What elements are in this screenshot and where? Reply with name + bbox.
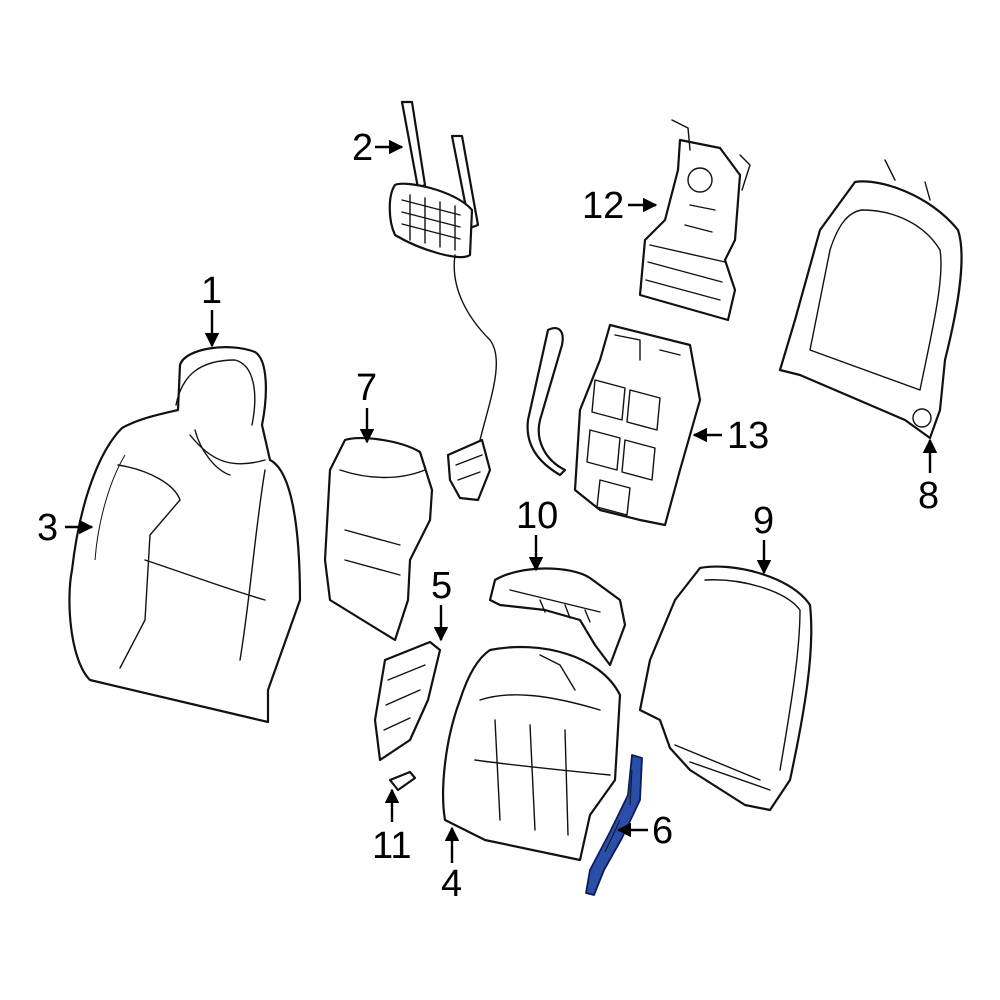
callout-12: 12 <box>582 185 624 227</box>
callout-10: 10 <box>516 495 558 537</box>
callout-5: 5 <box>431 565 452 607</box>
lumbar-frame-part <box>526 323 702 527</box>
callout-7: 7 <box>356 367 377 409</box>
callout-8: 8 <box>918 475 939 517</box>
callout-4: 4 <box>441 863 462 905</box>
callout-labels: 1 2 3 4 5 6 7 8 9 10 11 12 13 <box>37 127 939 905</box>
lumbar-module-part <box>388 100 497 502</box>
clip-part <box>388 770 417 792</box>
seatback-cover-part <box>68 346 302 724</box>
cushion-frame-part <box>488 567 627 667</box>
leader-lines <box>65 139 938 863</box>
callout-1: 1 <box>201 270 222 312</box>
rear-panel-part <box>638 565 813 812</box>
callout-11: 11 <box>372 825 411 867</box>
callout-13: 13 <box>727 415 769 457</box>
upper-plate-part <box>638 119 751 322</box>
back-panel-part <box>323 437 434 642</box>
seatback-frame-part <box>778 159 963 440</box>
callout-9: 9 <box>753 500 774 542</box>
side-trim-part <box>373 640 442 762</box>
callout-6: 6 <box>652 810 673 852</box>
callout-3: 3 <box>37 507 58 549</box>
callout-2: 2 <box>352 127 373 169</box>
seat-cushion-part <box>442 645 622 862</box>
